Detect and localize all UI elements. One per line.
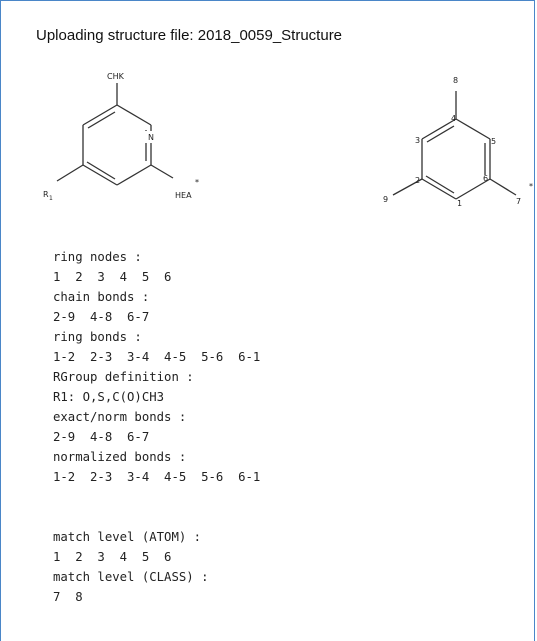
left-bond-tl-top	[82, 104, 118, 126]
right-bond-3-4	[421, 118, 457, 140]
report-line: 2-9 4-8 6-7	[53, 310, 150, 324]
right-label-7: 7	[516, 197, 521, 206]
report-section-b: match level (ATOM) : 1 2 3 4 5 6 match lev…	[53, 527, 260, 607]
left-label-hea: HEA	[175, 191, 192, 200]
right-bond-1-2	[421, 178, 457, 200]
left-structure-labels: CHK N HEA * R 1	[43, 72, 199, 202]
right-structure	[392, 91, 517, 200]
report-line: match level (CLASS) :	[53, 570, 209, 584]
report-line: 2-9 4-8 6-7	[53, 430, 150, 444]
right-bond-2-9	[392, 178, 423, 196]
report-line: 1-2 2-3 3-4 4-5 5-6 6-1	[53, 470, 261, 484]
right-label-2: 2	[415, 176, 420, 185]
left-bond-top-n	[116, 104, 152, 126]
report-line: exact/norm bonds :	[53, 410, 187, 424]
left-bond-tl-top-inner	[87, 111, 116, 129]
right-bond-4-5	[455, 118, 491, 140]
left-label-star: *	[195, 178, 199, 187]
left-label-r-sub: 1	[49, 195, 53, 202]
right-label-5: 5	[491, 137, 496, 146]
right-label-9: 9	[383, 195, 388, 204]
report-line: RGroup definition :	[53, 370, 194, 384]
left-bond-r1	[56, 164, 84, 182]
right-bond-3-4-inner	[426, 125, 455, 143]
report-line: 1 2 3 4 5 6	[53, 550, 172, 564]
left-label-chk: CHK	[107, 72, 125, 81]
right-bond-1-2-inner	[425, 175, 455, 194]
report-line: 1-2 2-3 3-4 4-5 5-6 6-1	[53, 350, 261, 364]
report-line: ring nodes :	[53, 250, 142, 264]
left-bond-b-bl-inner	[86, 161, 116, 180]
left-bond-hea	[150, 164, 174, 179]
report-line: R1: O,S,C(O)CH3	[53, 390, 165, 404]
structure-diagrams: CHK N HEA * R 1 1 2 3 4 5	[43, 72, 533, 208]
left-label-n: N	[148, 133, 154, 142]
report-line: normalized bonds :	[53, 450, 187, 464]
left-bond-b-bl	[82, 164, 118, 186]
left-label-r: R	[43, 190, 49, 199]
right-label-4: 4	[451, 114, 456, 123]
report-section-a: ring nodes : 1 2 3 4 5 6 chain bonds : 2-9 …	[53, 247, 260, 487]
right-structure-labels: 1 2 3 4 5 6 7 8 9 *	[383, 76, 533, 208]
page-title: Uploading structure file: 2018_0059_Stru…	[36, 27, 343, 44]
right-label-6: 6	[483, 174, 488, 183]
report-gap	[53, 487, 260, 527]
right-bond-6-7	[489, 178, 517, 196]
left-bond-br-b	[116, 164, 152, 186]
left-structure	[56, 83, 174, 186]
report-line: ring bonds :	[53, 330, 142, 344]
report-line: match level (ATOM) :	[53, 530, 202, 544]
right-label-3: 3	[415, 136, 420, 145]
report-line: 7 8	[53, 590, 83, 604]
right-bond-6-1	[455, 178, 491, 200]
right-label-8: 8	[453, 76, 458, 85]
structure-report: ring nodes : 1 2 3 4 5 6 chain bonds : 2-9 …	[53, 247, 260, 607]
report-line: 1 2 3 4 5 6	[53, 270, 172, 284]
right-label-star: *	[529, 182, 533, 191]
report-line: chain bonds :	[53, 290, 150, 304]
right-label-1: 1	[457, 199, 462, 208]
